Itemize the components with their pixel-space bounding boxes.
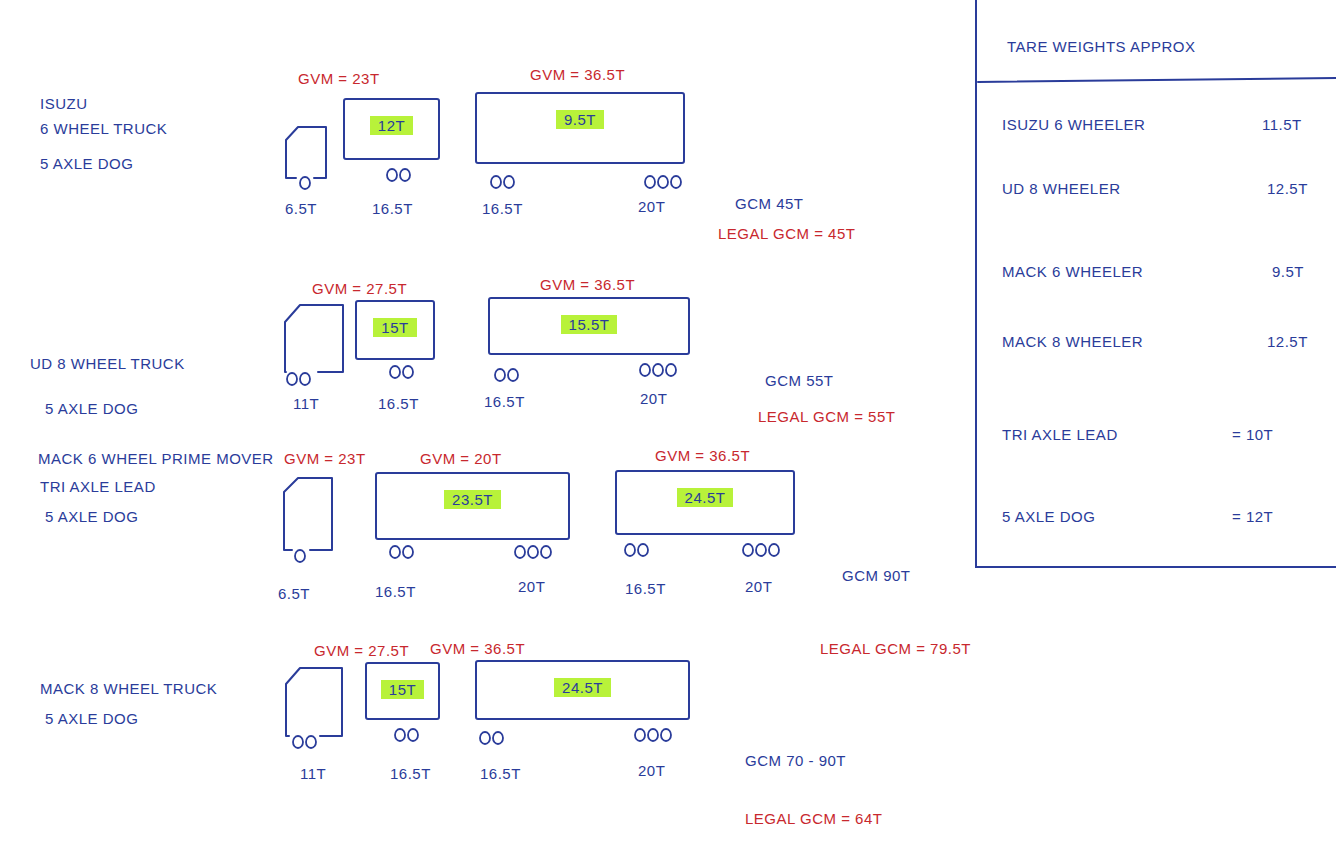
weight-limit-note: GVM = 23T <box>284 450 366 467</box>
table-cell: 5 AXLE DOG <box>1002 508 1095 525</box>
weight-limit-note: LEGAL GCM = 55T <box>758 408 895 425</box>
weight-limit-note: GVM = 27.5T <box>314 642 409 659</box>
weight-limit-note: GVM = 36.5T <box>430 640 525 657</box>
weight-label: 5 AXLE DOG <box>45 508 138 525</box>
weight-limit-note: GVM = 27.5T <box>312 280 407 297</box>
weight-label: 6.5T <box>285 200 317 217</box>
table-cell: 12.5T <box>1267 180 1308 197</box>
weight-limit-note: GVM = 36.5T <box>530 66 625 83</box>
weight-label: 20T <box>638 198 665 215</box>
load-weight: 9.5T <box>556 110 604 129</box>
table-cell: UD 8 WHEELER <box>1002 180 1121 197</box>
weight-label: 11T <box>293 395 319 412</box>
weight-label: UD 8 WHEEL TRUCK <box>30 355 185 372</box>
weight-limit-note: GVM = 36.5T <box>540 276 635 293</box>
truck-body-box: 23.5T <box>375 472 570 540</box>
weight-limit-note: GVM = 20T <box>420 450 502 467</box>
table-cell: 11.5T <box>1262 116 1302 133</box>
weight-label: MACK 6 WHEEL PRIME MOVER <box>38 450 274 467</box>
weight-limit-note: LEGAL GCM = 64T <box>745 810 882 827</box>
weight-label: 5 AXLE DOG <box>40 155 133 172</box>
load-weight: 15T <box>381 680 424 699</box>
weight-label: 16.5T <box>484 393 525 410</box>
load-weight: 12T <box>370 116 413 135</box>
cab-outline <box>284 478 332 550</box>
weight-label: 16.5T <box>625 580 666 597</box>
cab-outline <box>286 127 326 178</box>
weight-label: TRI AXLE LEAD <box>40 478 156 495</box>
weight-limit-note: GVM = 36.5T <box>655 447 750 464</box>
weight-limit-note: LEGAL GCM = 79.5T <box>820 640 971 657</box>
load-weight: 24.5T <box>677 488 734 507</box>
weight-label: 16.5T <box>378 395 419 412</box>
table-cell: 12.5T <box>1267 333 1308 350</box>
weight-label: GCM 70 - 90T <box>745 752 846 769</box>
truck-body-box: 15T <box>355 300 435 360</box>
table-cell: = 12T <box>1232 508 1273 525</box>
weight-label: 20T <box>638 762 665 779</box>
weight-label: 5 AXLE DOG <box>45 710 138 727</box>
weight-label: MACK 8 WHEEL TRUCK <box>40 680 217 697</box>
cab-outline <box>286 668 342 736</box>
weight-label: 16.5T <box>375 583 416 600</box>
panel-title: TARE WEIGHTS APPROX <box>1007 38 1195 55</box>
table-cell: = 10T <box>1232 426 1273 443</box>
weight-label: 20T <box>745 578 772 595</box>
truck-body-box: 9.5T <box>475 92 685 164</box>
load-weight: 15T <box>373 318 416 337</box>
load-weight: 15.5T <box>561 315 618 334</box>
weight-label: 20T <box>640 390 667 407</box>
table-cell: 9.5T <box>1272 263 1304 280</box>
truck-body-box: 24.5T <box>615 470 795 535</box>
weight-label: 16.5T <box>480 765 521 782</box>
table-cell: ISUZU 6 WHEELER <box>1002 116 1145 133</box>
table-cell: MACK 6 WHEELER <box>1002 263 1143 280</box>
truck-body-box: 12T <box>343 98 440 160</box>
weight-label: 20T <box>518 578 545 595</box>
weight-label: 6.5T <box>278 585 310 602</box>
title-underline <box>978 78 1336 82</box>
load-weight: 24.5T <box>554 678 611 697</box>
weight-label: 5 AXLE DOG <box>45 400 138 417</box>
weight-limit-note: GVM = 23T <box>298 70 380 87</box>
load-weight: 23.5T <box>444 490 501 509</box>
truck-body-box: 15T <box>365 662 440 720</box>
weight-label: ISUZU <box>40 95 88 112</box>
weight-label: 11T <box>300 765 326 782</box>
cab-outline <box>285 305 343 372</box>
weight-label: 6 WHEEL TRUCK <box>40 120 167 137</box>
table-cell: MACK 8 WHEELER <box>1002 333 1143 350</box>
weight-label: 16.5T <box>482 200 523 217</box>
truck-body-box: 24.5T <box>475 660 690 720</box>
weight-label: GCM 45T <box>735 195 804 212</box>
tare-weights-panel: TARE WEIGHTS APPROX ISUZU 6 WHEELER 11.5T U… <box>975 0 1336 568</box>
weight-label: GCM 90T <box>842 567 911 584</box>
weight-label: GCM 55T <box>765 372 834 389</box>
weight-limit-note: LEGAL GCM = 45T <box>718 225 855 242</box>
truck-body-box: 15.5T <box>488 297 690 355</box>
weight-label: 16.5T <box>390 765 431 782</box>
table-cell: TRI AXLE LEAD <box>1002 426 1118 443</box>
weight-label: 16.5T <box>372 200 413 217</box>
